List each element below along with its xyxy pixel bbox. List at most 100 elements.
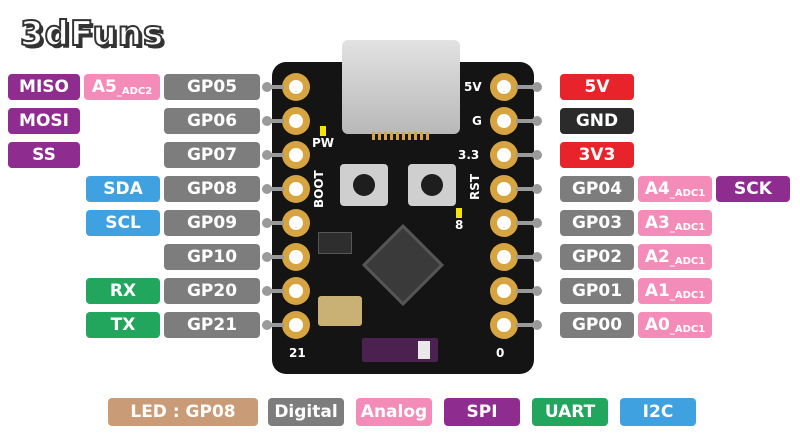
- analog-label-a5: A5_ADC2: [84, 74, 160, 100]
- connector-right-2: [516, 119, 536, 123]
- legend-spi: SPI: [444, 398, 520, 426]
- connector-right-8: [516, 323, 536, 327]
- pad-left-7: [282, 277, 310, 305]
- power-label-3v3: 3V3: [560, 142, 634, 168]
- legend-uart: UART: [532, 398, 608, 426]
- connector-dot-right-2: [532, 116, 542, 126]
- spi-label-ss: SS: [8, 142, 80, 168]
- reset-button[interactable]: [408, 164, 456, 206]
- connector-dot-left-5: [262, 218, 272, 228]
- pin-label-gp03: GP03: [560, 210, 634, 236]
- pin-label-gp00: GP00: [560, 312, 634, 338]
- connector-left-4: [266, 187, 284, 191]
- connector-dot-left-3: [262, 150, 272, 160]
- slide-switch[interactable]: [362, 338, 438, 362]
- ground-label-gnd: GND: [560, 108, 634, 134]
- connector-dot-right-4: [532, 184, 542, 194]
- legend-digital: Digital: [268, 398, 344, 426]
- pad-left-3: [282, 141, 310, 169]
- pad-left-6: [282, 243, 310, 271]
- connector-left-7: [266, 289, 284, 293]
- connector-left-6: [266, 255, 284, 259]
- pad-right-5: [490, 209, 518, 237]
- connector-dot-left-6: [262, 252, 272, 262]
- pad-left-5: [282, 209, 310, 237]
- connector-right-4: [516, 187, 536, 191]
- pad-left-1: [282, 73, 310, 101]
- i2c-label-sda: SDA: [86, 176, 160, 202]
- g-silk-label: G: [472, 114, 482, 128]
- uart-label-rx: RX: [86, 278, 160, 304]
- analog-label-a3: A3_ADC1: [638, 210, 712, 236]
- connector-dot-left-8: [262, 320, 272, 330]
- pin-0-silk-label: 0: [496, 346, 505, 360]
- connector-dot-right-1: [532, 82, 542, 92]
- spi-label-miso: MISO: [8, 74, 80, 100]
- pad-left-4: [282, 175, 310, 203]
- pad-right-7: [490, 277, 518, 305]
- connector-dot-left-2: [262, 116, 272, 126]
- spi-label-sck: SCK: [716, 176, 790, 202]
- connector-dot-left-4: [262, 184, 272, 194]
- pin-label-gp20: GP20: [164, 278, 260, 304]
- connector-right-5: [516, 221, 536, 225]
- connector-dot-right-5: [532, 218, 542, 228]
- power-label-5v: 5V: [560, 74, 634, 100]
- boot-button[interactable]: [340, 164, 388, 206]
- uart-label-tx: TX: [86, 312, 160, 338]
- pad-right-2: [490, 107, 518, 135]
- pad-right-1: [490, 73, 518, 101]
- pad-left-2: [282, 107, 310, 135]
- pad-right-6: [490, 243, 518, 271]
- connector-right-6: [516, 255, 536, 259]
- boot-silk-label: BOOT: [312, 170, 326, 208]
- i2c-label-scl: SCL: [86, 210, 160, 236]
- connector-left-5: [266, 221, 284, 225]
- pad-right-3: [490, 141, 518, 169]
- connector-right-3: [516, 153, 536, 157]
- pin-label-gp08: GP08: [164, 176, 260, 202]
- rst-silk-label: RST: [468, 173, 482, 200]
- pad-right-8: [490, 311, 518, 339]
- voltage-regulator: [318, 232, 352, 254]
- analog-label-a0: A0_ADC1: [638, 312, 712, 338]
- led-pin-silk-label: 8: [455, 218, 464, 232]
- connector-left-3: [266, 153, 284, 157]
- pin-label-gp21: GP21: [164, 312, 260, 338]
- pin-label-gp02: GP02: [560, 244, 634, 270]
- power-led: [320, 126, 326, 136]
- analog-label-a2: A2_ADC1: [638, 244, 712, 270]
- connector-dot-right-7: [532, 286, 542, 296]
- analog-label-a4: A4_ADC1: [638, 176, 712, 202]
- 5v-silk-label: 5V: [464, 80, 482, 94]
- crystal-oscillator: [318, 296, 362, 326]
- pin-label-gp10: GP10: [164, 244, 260, 270]
- connector-left-8: [266, 323, 284, 327]
- connector-dot-left-7: [262, 286, 272, 296]
- legend-analog: Analog: [356, 398, 432, 426]
- user-led: [456, 208, 462, 218]
- pad-right-4: [490, 175, 518, 203]
- 33-silk-label: 3.3: [458, 148, 480, 162]
- usb-c-connector: [342, 40, 460, 140]
- spi-label-mosi: MOSI: [8, 108, 80, 134]
- pw-silk-label: PW: [312, 136, 335, 150]
- brand-logo: 3dFuns: [19, 13, 165, 55]
- legend-i2c: I2C: [620, 398, 696, 426]
- connector-left-1: [266, 85, 284, 89]
- connector-dot-left-1: [262, 82, 272, 92]
- connector-right-1: [516, 85, 536, 89]
- pin-21-silk-label: 21: [289, 346, 306, 360]
- pin-label-gp04: GP04: [560, 176, 634, 202]
- pad-left-8: [282, 311, 310, 339]
- connector-dot-right-3: [532, 150, 542, 160]
- connector-left-2: [266, 119, 284, 123]
- analog-label-a1: A1_ADC1: [638, 278, 712, 304]
- connector-right-7: [516, 289, 536, 293]
- pin-label-gp01: GP01: [560, 278, 634, 304]
- connector-dot-right-8: [532, 320, 542, 330]
- legend-led: LED : GP08: [108, 398, 258, 426]
- connector-dot-right-6: [532, 252, 542, 262]
- pin-label-gp06: GP06: [164, 108, 260, 134]
- pin-label-gp07: GP07: [164, 142, 260, 168]
